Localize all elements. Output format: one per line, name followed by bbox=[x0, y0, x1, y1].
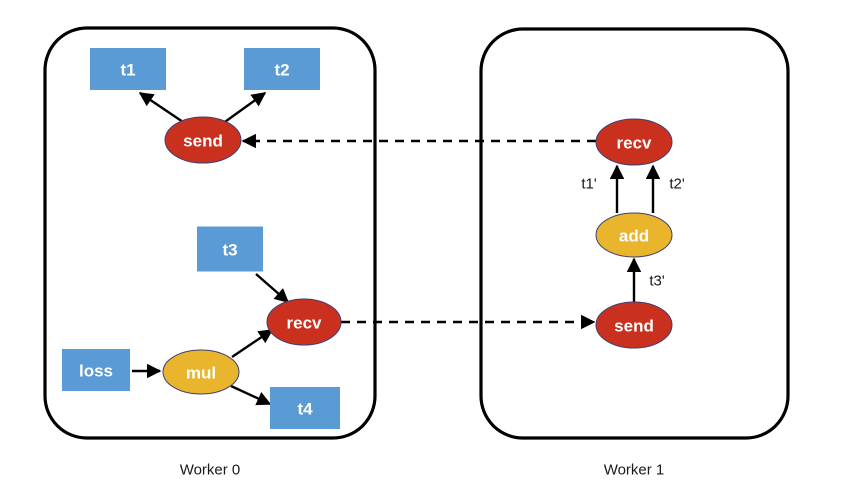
node-label-w1_add: add bbox=[619, 227, 649, 246]
tensor-box-w0_t4 bbox=[270, 387, 340, 429]
node-label-w0_t3: t3 bbox=[222, 241, 237, 260]
tensor-box-w0_t1 bbox=[90, 48, 166, 90]
tensor-box-w0_t3 bbox=[197, 226, 263, 272]
node-w0_loss[interactable]: loss bbox=[62, 349, 130, 391]
node-w0_t2[interactable]: t2 bbox=[244, 48, 320, 90]
edge-e_mul_recv bbox=[231, 329, 274, 358]
edge-labels: t1' t2' t3' bbox=[581, 176, 685, 290]
node-label-w0_t4: t4 bbox=[297, 400, 313, 419]
caption-worker1: Worker 1 bbox=[604, 462, 665, 479]
node-label-w0_t2: t2 bbox=[274, 61, 289, 80]
edge-e_t3_recv bbox=[255, 273, 290, 303]
op-ellipse-w1_recv bbox=[595, 118, 673, 166]
edge-e_send_t2 bbox=[221, 92, 267, 125]
tensor-box-w0_t2 bbox=[244, 48, 320, 90]
edges bbox=[132, 92, 661, 406]
node-label-w0_loss: loss bbox=[79, 362, 113, 381]
edge-e_mul_t4 bbox=[230, 384, 272, 406]
edge-label-e_send_add_t3p: t3' bbox=[649, 273, 665, 290]
worker-groups bbox=[43, 26, 790, 440]
node-label-w1_send: send bbox=[614, 317, 654, 336]
worker-boundary-worker1 bbox=[479, 27, 790, 440]
node-w1_add[interactable]: add bbox=[595, 212, 673, 258]
edge-label-e_add_recv_t2p: t2' bbox=[669, 176, 685, 193]
edge-label-e_add_recv_t1p: t1' bbox=[581, 176, 597, 193]
op-ellipse-w1_add bbox=[595, 212, 673, 258]
op-ellipse-w0_recv bbox=[266, 298, 342, 346]
op-ellipse-w0_send bbox=[164, 116, 242, 164]
node-w1_recv[interactable]: recv bbox=[595, 118, 673, 166]
node-label-w1_recv: recv bbox=[617, 134, 653, 153]
node-w0_mul[interactable]: mul bbox=[162, 349, 240, 395]
node-w0_t1[interactable]: t1 bbox=[90, 48, 166, 90]
node-w0_send[interactable]: send bbox=[164, 116, 242, 164]
op-ellipse-w1_send bbox=[595, 301, 673, 349]
node-label-w0_send: send bbox=[183, 132, 223, 151]
worker-boundary-worker0 bbox=[43, 26, 377, 440]
group-captions: Worker 0 Worker 1 bbox=[180, 462, 665, 479]
node-w0_t4[interactable]: t4 bbox=[270, 387, 340, 429]
node-w0_recv[interactable]: recv bbox=[266, 298, 342, 346]
node-w0_t3[interactable]: t3 bbox=[197, 226, 263, 272]
op-ellipse-w0_mul bbox=[162, 349, 240, 395]
caption-worker0: Worker 0 bbox=[180, 462, 241, 479]
node-label-w0_recv: recv bbox=[287, 314, 323, 333]
edge-e_send_t1 bbox=[138, 92, 187, 125]
node-label-w0_mul: mul bbox=[186, 364, 216, 383]
nodes: t1 t2 send t3 recv loss mul t4 recv add send bbox=[62, 48, 673, 429]
tensor-box-w0_loss bbox=[62, 349, 130, 391]
node-label-w0_t1: t1 bbox=[120, 61, 135, 80]
node-w1_send[interactable]: send bbox=[595, 301, 673, 349]
